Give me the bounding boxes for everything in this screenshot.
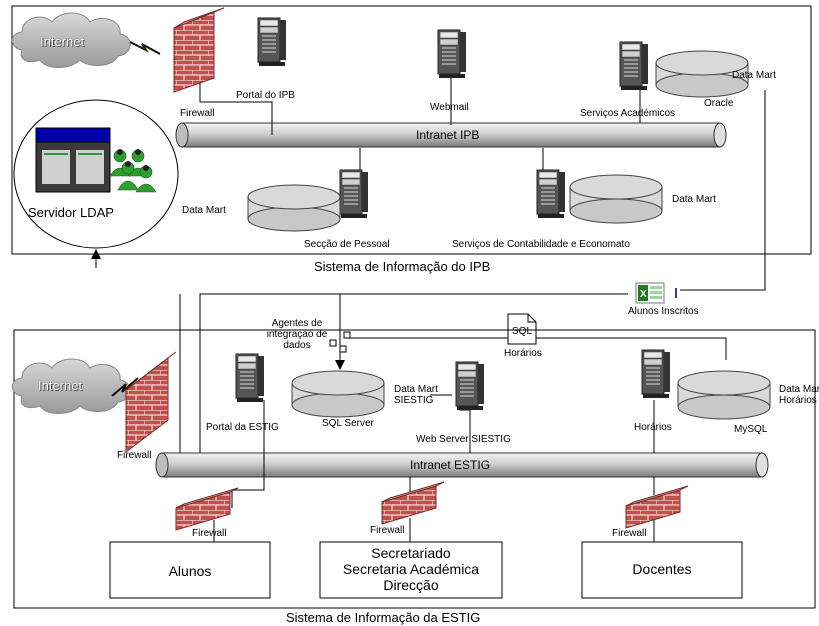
fw-docentes-label: Firewall — [612, 528, 647, 539]
contabilidade-label: Serviços de Contabilidade e Economato — [452, 239, 630, 250]
firewall-alunos-icon — [175, 487, 239, 531]
agentes-label: Agentes de integração de dados — [262, 318, 332, 351]
secretariado-line-3: Direcção — [383, 577, 439, 593]
datamart-siestig-line-1: Data Mart — [394, 384, 438, 395]
agentes-line-2: integração de — [266, 329, 328, 340]
ldap-label: Servidor LDAP — [28, 205, 114, 220]
intranet-ipb-label: Intranet IPB — [416, 128, 480, 142]
contabilidade-database-icon — [569, 174, 663, 224]
sql-document-icon — [507, 313, 537, 345]
datamart-left-label: Data Mart — [182, 205, 226, 216]
portal-ipb-server-icon — [257, 17, 287, 67]
sql-doc-label: SQL — [512, 326, 533, 337]
firewall-docentes-icon — [625, 485, 689, 529]
mysql-label: MySQL — [734, 424, 768, 435]
firewall-ipb-label: Firewall — [180, 108, 215, 119]
docentes-box-label: Docentes — [632, 561, 692, 577]
estig-frame — [13, 329, 816, 609]
pessoal-label: Secção de Pessoal — [304, 239, 390, 250]
alunos-box — [109, 541, 271, 599]
secretariado-box — [319, 541, 503, 599]
datamart-siestig-line-2: SIESTIG — [394, 395, 434, 406]
pessoal-database-icon — [247, 184, 341, 232]
internet-label-estig: Internet — [38, 378, 83, 393]
fw-alunos-label: Firewall — [192, 528, 227, 539]
agentes-integracao-icon — [329, 331, 351, 353]
horarios-doc-label: Horários — [504, 348, 542, 359]
academicos-label: Serviços Académicos — [580, 108, 676, 119]
ipb-caption: Sistema de Informação do IPB — [314, 259, 491, 274]
webmail-server-icon — [437, 29, 467, 79]
datamart-oracle-label: Data Mart — [732, 70, 776, 81]
alunos-box-label: Alunos — [168, 563, 212, 579]
secretariado-line-1: Secretariado — [371, 545, 451, 561]
lightning-ipb — [129, 41, 161, 55]
firewall-estig-icon — [125, 351, 177, 454]
agentes-line-3: dados — [283, 340, 311, 351]
agentes-arrow — [335, 360, 345, 370]
lightning-estig — [111, 377, 139, 397]
internet-label-ipb: Internet — [40, 34, 85, 49]
sqlserver-label: SQL Server — [322, 418, 374, 429]
portal-ipb-label: Portal do IPB — [236, 90, 295, 101]
datamart-horarios-line-1: Data Mart — [779, 384, 819, 395]
fw-secretariado-label: Firewall — [370, 525, 405, 536]
pessoal-server-icon — [339, 169, 369, 219]
intranet-estig-label: Intranet ESTIG — [410, 458, 491, 472]
firewall-ipb-icon — [173, 7, 225, 93]
intranet-estig-pipe — [155, 452, 769, 478]
firewall-secretariado-icon — [381, 481, 445, 525]
excel-file-icon: X — [635, 282, 665, 304]
svg-text:X: X — [640, 289, 647, 300]
webmail-label: Webmail — [430, 102, 469, 113]
agentes-line-1: Agentes de — [271, 318, 323, 329]
contabilidade-server-icon — [536, 169, 566, 219]
ldap-server-node — [13, 99, 179, 249]
ipb-frame — [11, 5, 812, 255]
datamart-horarios-label: Data Mart Horários — [779, 384, 819, 406]
webserver-label: Web Server SIESTIG — [416, 434, 511, 445]
estig-caption: Sistema de Informação da ESTIG — [286, 610, 481, 625]
internet-cloud-estig — [11, 358, 131, 414]
docentes-box — [581, 541, 743, 599]
oracle-label: Oracle — [704, 98, 734, 109]
firewall-estig-label: Firewall — [117, 450, 152, 461]
alunos-inscritos-label: Alunos Inscritos — [628, 306, 699, 317]
ldap-arrow — [91, 249, 101, 259]
mysql-database-icon — [677, 370, 771, 420]
portal-estig-server-icon — [235, 353, 265, 403]
datamart-right-label: Data Mart — [672, 194, 716, 205]
internet-cloud-ipb — [11, 12, 131, 68]
datamart-horarios-line-2: Horários — [779, 395, 817, 406]
sqlserver-database-icon — [291, 370, 385, 418]
academicos-server-icon — [619, 41, 649, 91]
horarios-server-label: Horários — [634, 422, 672, 433]
oracle-database-icon — [655, 50, 749, 98]
middle-links — [95, 254, 727, 468]
webserver-siestig-icon — [455, 361, 485, 411]
portal-estig-label: Portal da ESTIG — [206, 422, 279, 433]
datamart-siestig-label: Data Mart SIESTIG — [394, 384, 438, 406]
horarios-server-icon — [641, 349, 671, 399]
secretariado-box-label: Secretariado Secretaria Académica Direcç… — [320, 545, 502, 593]
secretariado-line-2: Secretaria Académica — [342, 561, 480, 577]
